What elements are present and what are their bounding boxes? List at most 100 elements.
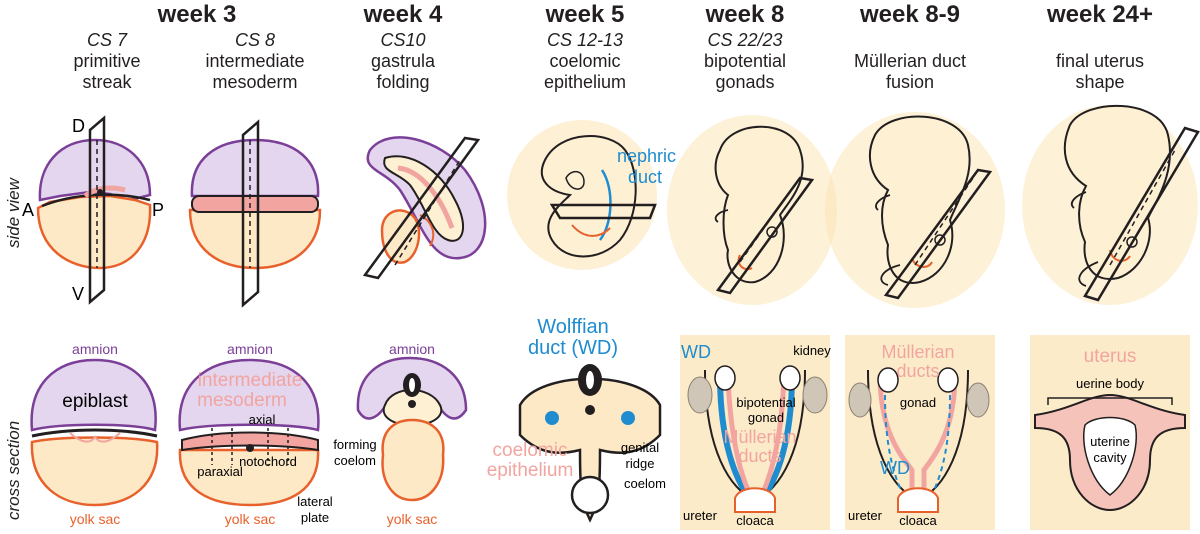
column-header-cs10: week 4 CS10 gastrula folding	[328, 0, 478, 93]
column-header-cs22: week 8 CS 22/23 bipotential gonads	[665, 0, 825, 93]
section-line	[914, 174, 976, 266]
week-label: week 24+	[1046, 1, 1154, 28]
mullerian-ducts-label-1: Müllerian	[723, 427, 796, 447]
kidney-left	[687, 376, 713, 414]
axial-label: axial	[249, 412, 276, 427]
amnion-label: amnion	[72, 341, 118, 357]
intermediate-mesoderm-label-2: mesoderm	[197, 390, 287, 411]
cross-week8: WD kidney bipotential gonad Müllerian du…	[680, 335, 831, 530]
cord	[737, 254, 753, 271]
section-line	[394, 159, 461, 266]
gonad-dot	[1126, 236, 1138, 248]
aorta-dot	[585, 405, 595, 415]
kidney-right	[966, 382, 990, 418]
node-dot	[97, 189, 103, 195]
yolk-sac-shape	[380, 209, 421, 264]
amnion-label: amnion	[227, 341, 273, 357]
side-cs10-embryo	[362, 136, 487, 280]
notochord-label: notochord	[239, 454, 297, 469]
carnegie-stage: CS 22/23	[707, 30, 783, 50]
cross-cs8: amnion intermediate mesoderm axial parax…	[178, 341, 333, 527]
axis-v-label: V	[72, 284, 84, 304]
coelom-label: coelom	[624, 476, 666, 491]
genital-ridge-label-2: ridge	[626, 456, 655, 471]
stage-name-line1: gastrula	[370, 51, 436, 71]
fetus-body	[1063, 105, 1171, 280]
section-plane	[549, 203, 657, 220]
stage-name-line1: Müllerian duct	[853, 51, 967, 71]
wd-label: WD	[681, 342, 711, 362]
stage-name-line1: final uterus	[1055, 51, 1145, 71]
yolk-sac-shape	[36, 194, 152, 270]
section-plane	[362, 136, 481, 280]
week-label: week 5	[545, 1, 625, 28]
kidney-left	[848, 382, 872, 418]
cross-cs7: amnion epiblast yolk sac	[30, 341, 159, 527]
ureter-label: ureter	[848, 508, 883, 523]
leg	[880, 264, 901, 286]
side-cs7-embryo: D V A P	[22, 115, 164, 305]
gonad-left	[877, 367, 899, 393]
section-plane	[883, 168, 993, 300]
column-header-week24: week 24+ final uterus shape	[1015, 0, 1185, 93]
cloaca-shape	[734, 487, 776, 513]
cross-cs12: Wolffian duct (WD) coelomic epithelium g…	[487, 316, 666, 523]
yolk-sac-shape	[30, 436, 159, 507]
uterine-cavity-shape	[1083, 416, 1137, 496]
column-header-cs12: week 5 CS 12-13 coelomic epithelium	[505, 0, 665, 93]
arm	[1070, 191, 1087, 209]
neural-canal	[586, 371, 594, 389]
uterus-label: uterus	[1084, 346, 1137, 367]
stage-name-line2: gonads	[715, 72, 775, 92]
week-label: week 8-9	[859, 1, 961, 28]
yolk-sac-label: yolk sac	[387, 511, 438, 527]
paraxial-label: paraxial	[197, 464, 243, 479]
optic-region	[565, 170, 585, 190]
stage-name-line2: mesoderm	[212, 72, 298, 92]
axis-d-label: D	[72, 116, 85, 136]
week-label: week 3	[157, 1, 237, 28]
kidney-label: kidney	[793, 343, 831, 358]
yolk-sac-shape	[381, 418, 445, 502]
side-cs8-embryo	[188, 119, 322, 308]
wolffian-duct-left	[545, 411, 559, 425]
mesoderm-layer	[181, 431, 319, 452]
gonad-left	[714, 365, 736, 391]
epiblast-line	[31, 428, 158, 438]
cloaca-label: cloaca	[736, 513, 774, 528]
stage-name-line1: coelomic	[549, 51, 621, 71]
gonad-right	[779, 365, 801, 391]
amnion-shape	[178, 358, 320, 432]
amnion-shape	[190, 138, 320, 198]
stage-name-line2: shape	[1075, 72, 1125, 92]
regressing-wd-left	[884, 394, 906, 499]
axis-a-label: A	[22, 200, 34, 220]
stage-name-line2: fusion	[885, 72, 935, 92]
cloaca-label: cloaca	[899, 513, 937, 528]
regressing-wd-right	[929, 394, 951, 499]
notochord-dot	[408, 400, 416, 408]
ingressing-cells	[69, 432, 121, 443]
uterine-body-label: uerine body	[1076, 376, 1144, 391]
stage-name-line1: bipotential	[703, 51, 787, 71]
nephric-duct-label-2: duct	[628, 167, 662, 187]
leg	[1078, 261, 1099, 287]
epiblast-label: epiblast	[62, 391, 128, 412]
carnegie-stage: CS 12-13	[546, 30, 624, 50]
uterine-cavity-label-1: uterine	[1090, 434, 1130, 449]
side-week8-fetus	[667, 115, 837, 305]
mullerian-ducts-label-2: ducts	[896, 361, 939, 381]
wolffian-duct-right	[621, 411, 635, 425]
cross-cs10: amnion forming coelom yolk sac	[333, 341, 468, 527]
column-header-cs7: week 3 CS 7 primitive streak	[22, 0, 236, 93]
section-plane	[241, 119, 260, 308]
coelomic-epithelium-label-1: coelomic	[493, 440, 568, 461]
notochord-dot	[246, 444, 254, 452]
column-header-cs8: CS 8 intermediate mesoderm	[170, 0, 340, 93]
mullerian-duct-right	[921, 374, 958, 498]
wolffian-duct-label-2: duct (WD)	[528, 337, 618, 359]
arm	[714, 209, 729, 223]
carnegie-stage: CS 8	[234, 30, 276, 50]
cross-week8-9: Müllerian ducts gonad WD ureter cloaca	[845, 335, 995, 530]
